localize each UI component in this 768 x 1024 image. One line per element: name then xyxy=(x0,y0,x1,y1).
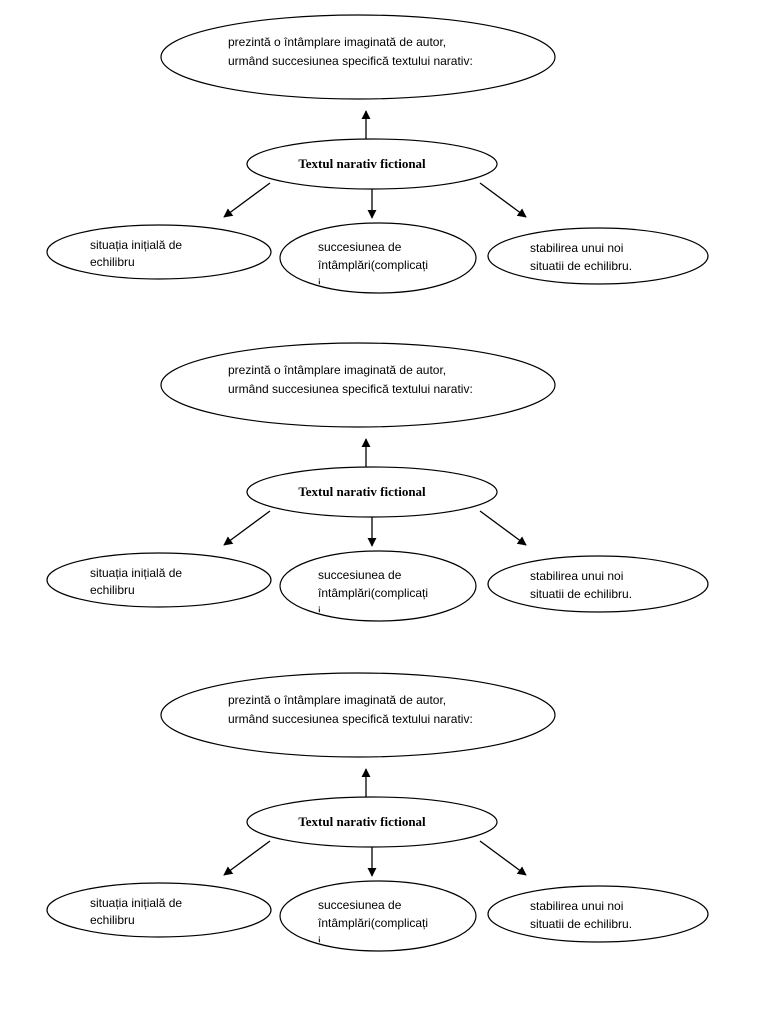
top-node: prezintă o întâmplare imaginată de autor… xyxy=(160,672,556,758)
middle-node: succesiunea de întâmplări(complicați i xyxy=(279,222,477,294)
right-text-line: stabilirea unui noi xyxy=(530,241,623,255)
arrow-right xyxy=(479,510,527,546)
left-ellipse xyxy=(46,224,272,280)
arrow-left xyxy=(223,182,271,218)
middle-text-line: întâmplări(complicați xyxy=(317,586,428,600)
middle-text-line: întâmplări(complicați xyxy=(317,258,428,272)
right-text-line: situatii de echilibru. xyxy=(530,587,632,601)
middle-node: succesiunea de întâmplări(complicați i xyxy=(279,880,477,952)
left-text-line: situația inițială de xyxy=(90,238,182,252)
middle-text-line: întâmplări(complicați xyxy=(317,916,428,930)
left-node: situația inițială de echilibru xyxy=(46,552,272,608)
arrow-left xyxy=(223,840,271,876)
top-ellipse xyxy=(160,672,556,758)
middle-text-group: succesiunea de întâmplări(complicați i xyxy=(317,240,428,290)
diagram-1: prezintă o întâmplare imaginată de autor… xyxy=(46,14,709,294)
diagram-2: prezintă o întâmplare imaginată de autor… xyxy=(46,342,709,622)
middle-text-line: succesiunea de xyxy=(318,568,402,582)
left-node: situația inițială de echilibru xyxy=(46,882,272,938)
top-text-line: prezintă o întâmplare imaginată de autor… xyxy=(228,35,446,49)
center-node: Textul narativ fictional xyxy=(246,138,498,190)
middle-text-group: succesiunea de întâmplări(complicați i xyxy=(317,568,428,618)
left-ellipse xyxy=(46,552,272,608)
center-label: Textul narativ fictional xyxy=(298,814,426,829)
arrow-right xyxy=(479,840,527,876)
middle-text-line: i xyxy=(318,934,321,948)
top-text-line: urmând succesiunea specifică textului na… xyxy=(228,382,473,396)
right-node: stabilirea unui noi situatii de echilibru… xyxy=(487,227,709,285)
left-text-line: echilibru xyxy=(90,583,135,597)
top-text-line: prezintă o întâmplare imaginată de autor… xyxy=(228,363,446,377)
center-ellipse xyxy=(246,138,498,190)
middle-text-line: succesiunea de xyxy=(318,898,402,912)
left-text-line: echilibru xyxy=(90,255,135,269)
right-node: stabilirea unui noi situatii de echilibru… xyxy=(487,885,709,943)
arrow-right xyxy=(479,182,527,218)
diagram-3: prezintă o întâmplare imaginată de autor… xyxy=(46,672,709,952)
left-text-line: situația inițială de xyxy=(90,896,182,910)
middle-text-group: succesiunea de întâmplări(complicați i xyxy=(317,898,428,948)
right-text-line: stabilirea unui noi xyxy=(530,899,623,913)
center-label: Textul narativ fictional xyxy=(298,156,426,171)
top-ellipse xyxy=(160,342,556,428)
right-node: stabilirea unui noi situatii de echilibru… xyxy=(487,555,709,613)
left-text-line: situația inițială de xyxy=(90,566,182,580)
top-node: prezintă o întâmplare imaginată de autor… xyxy=(160,14,556,100)
middle-node: succesiunea de întâmplări(complicați i xyxy=(279,550,477,622)
top-ellipse xyxy=(160,14,556,100)
left-text-line: echilibru xyxy=(90,913,135,927)
top-text-line: urmând succesiunea specifică textului na… xyxy=(228,712,473,726)
middle-text-line: i xyxy=(318,604,321,618)
right-text-line: situatii de echilibru. xyxy=(530,259,632,273)
right-ellipse xyxy=(487,227,709,285)
middle-ellipse xyxy=(279,880,477,952)
center-label: Textul narativ fictional xyxy=(298,484,426,499)
top-text-line: urmând succesiunea specifică textului na… xyxy=(228,54,473,68)
center-ellipse xyxy=(246,466,498,518)
arrow-left xyxy=(223,510,271,546)
top-node: prezintă o întâmplare imaginată de autor… xyxy=(160,342,556,428)
right-text-line: stabilirea unui noi xyxy=(530,569,623,583)
middle-ellipse xyxy=(279,222,477,294)
middle-ellipse xyxy=(279,550,477,622)
right-ellipse xyxy=(487,555,709,613)
center-node: Textul narativ fictional xyxy=(246,466,498,518)
middle-text-line: succesiunea de xyxy=(318,240,402,254)
top-text-line: prezintă o întâmplare imaginată de autor… xyxy=(228,693,446,707)
middle-text-line: i xyxy=(318,276,321,290)
right-ellipse xyxy=(487,885,709,943)
center-node: Textul narativ fictional xyxy=(246,796,498,848)
left-node: situația inițială de echilibru xyxy=(46,224,272,280)
center-ellipse xyxy=(246,796,498,848)
right-text-line: situatii de echilibru. xyxy=(530,917,632,931)
left-ellipse xyxy=(46,882,272,938)
